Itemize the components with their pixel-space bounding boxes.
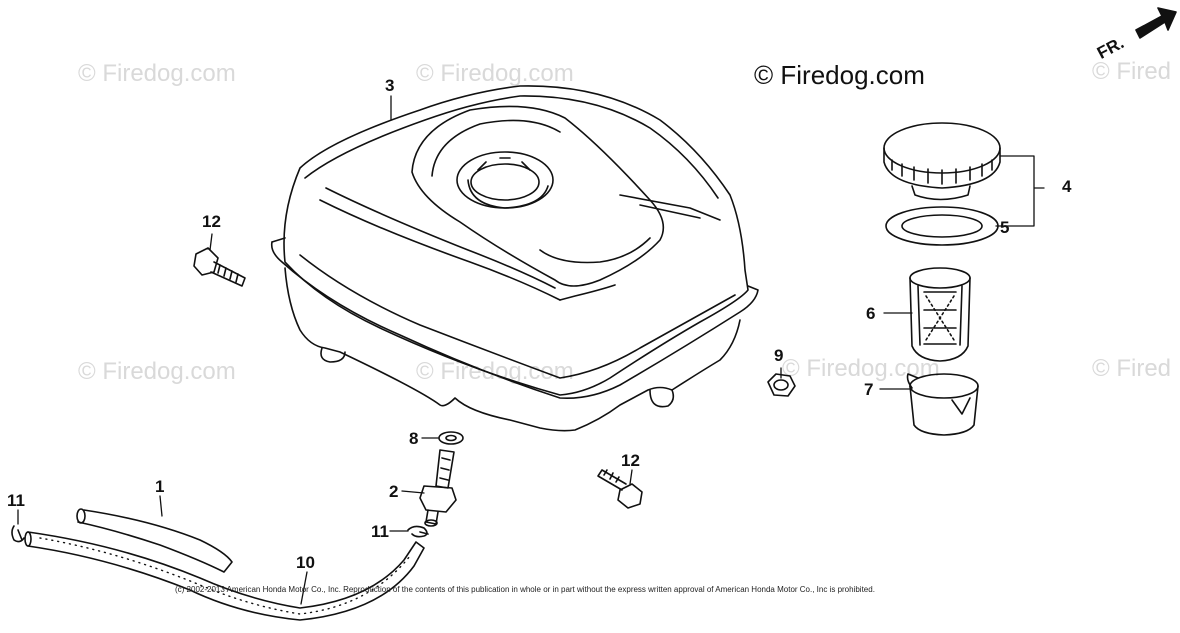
callout-5: 5 (1000, 218, 1010, 237)
callout-9: 9 (774, 346, 784, 365)
hose-clip-left-icon (11, 525, 25, 543)
callout-12-lower: 12 (621, 451, 640, 470)
callout-7: 7 (864, 380, 874, 399)
copyright-notice: (c) 2002-2013 American Honda Motor Co., … (175, 585, 875, 594)
callout-3: 3 (385, 76, 395, 95)
watermark-top-left: © Firedog.com (78, 60, 236, 87)
callout-10: 10 (296, 553, 315, 572)
callout-11-left: 11 (7, 491, 25, 510)
watermark-top-center: © Firedog.com (416, 60, 574, 87)
callout-12-upper: 12 (202, 212, 221, 231)
fuel-cock-icon (419, 449, 457, 527)
front-direction-arrow-icon (1135, 7, 1177, 39)
callout-8: 8 (409, 429, 419, 448)
fuel-tank-icon (270, 85, 759, 432)
cap-gasket-icon (885, 206, 999, 246)
watermark-middle-center: © Firedog.com (416, 358, 574, 385)
watermark-top-right: © Fired (1092, 58, 1172, 85)
callout-6: 6 (866, 304, 876, 323)
callout-1: 1 (155, 477, 165, 496)
fuel-cap-icon (883, 122, 1001, 201)
callout-4: 4 (1062, 177, 1072, 196)
leader-lines (17, 95, 1045, 605)
callout-11-right: 11 (371, 522, 389, 541)
callout-2: 2 (389, 482, 399, 501)
watermark-middle-center-right: © Firedog.com (782, 355, 940, 382)
fuel-hose-icon (24, 531, 425, 621)
watermark-middle-left: © Firedog.com (78, 358, 236, 385)
watermark-main: © Firedog.com (754, 60, 925, 90)
strainer-holder-icon (906, 373, 979, 436)
fuel-tube-icon (76, 508, 233, 573)
flange-bolt-lower-icon (597, 469, 643, 509)
flange-bolt-upper-icon (193, 247, 246, 287)
washer-icon (438, 431, 464, 445)
hose-clip-right-icon (407, 525, 429, 538)
nut-icon (767, 373, 796, 397)
watermark-middle-right: © Fired (1092, 355, 1172, 382)
fuel-strainer-icon (909, 267, 971, 362)
